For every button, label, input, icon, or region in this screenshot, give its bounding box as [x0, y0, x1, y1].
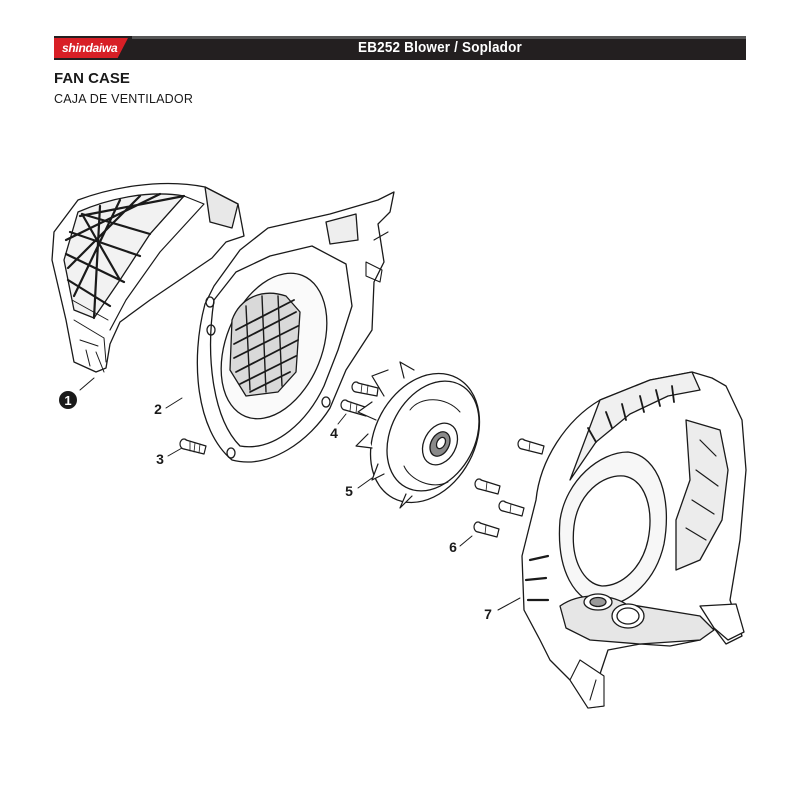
- part-5-impeller: [355, 361, 481, 509]
- brand-logo-background: [54, 38, 128, 58]
- callout-6: 6: [449, 539, 457, 555]
- page-title: EB252 Blower / Soplador: [358, 39, 522, 56]
- leader-lines: [79, 377, 521, 611]
- section-subtitle: CAJA DE VENTILADOR: [54, 92, 194, 106]
- brand-logo: shindaiwa: [54, 36, 132, 60]
- header-bar: shindaiwa EB252 Blower / Soplador: [54, 36, 746, 60]
- part-1-fan-cover: [51, 182, 245, 373]
- section-title: FAN CASE: [54, 70, 130, 87]
- part-3-screw: [179, 438, 207, 455]
- brand-logo-text: shindaiwa: [62, 41, 118, 55]
- callout-5: 5: [345, 483, 353, 499]
- part-7-main-housing: [521, 371, 747, 709]
- callout-7: 7: [484, 606, 492, 622]
- callout-2: 2: [154, 401, 162, 417]
- header-background: [54, 36, 746, 60]
- part-2-fan-housing: [196, 191, 395, 463]
- header-highlight: [130, 36, 746, 39]
- callout-3: 3: [156, 451, 164, 467]
- svg-text:1: 1: [64, 393, 71, 408]
- callout-1: 1: [59, 391, 77, 409]
- part-6-screws: [473, 438, 545, 538]
- callout-4: 4: [330, 425, 338, 441]
